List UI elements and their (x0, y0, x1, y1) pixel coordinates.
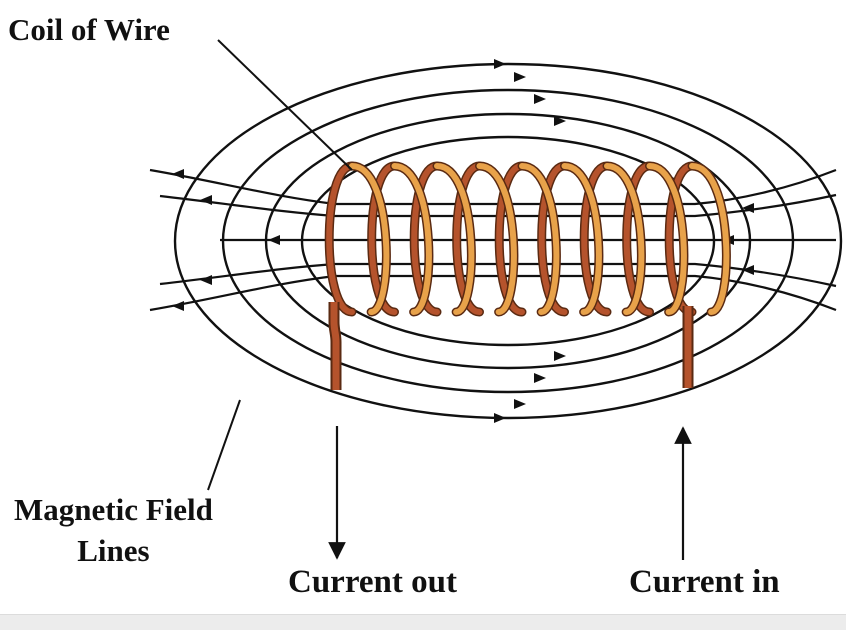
coil (324, 161, 731, 390)
coil-turn-front (391, 163, 432, 315)
arrowhead-icon (494, 59, 506, 69)
arrowhead-icon (742, 265, 754, 275)
coil-turn-back (623, 163, 653, 315)
coil-turn-front (561, 163, 602, 315)
coil-turn-back (326, 163, 355, 315)
field-lines-label: Magnetic Field Lines (14, 490, 213, 572)
arrowhead-icon (554, 116, 566, 126)
coil-turn-front (519, 163, 560, 315)
coil-turn-front (434, 163, 475, 315)
field-line-5 (149, 274, 837, 312)
field-lines-label-line2: Lines (77, 532, 150, 568)
bottom-bar (0, 614, 846, 630)
coil-turn-front (604, 163, 645, 315)
coil-turn-back (581, 163, 610, 315)
coil-turn-front (476, 163, 517, 315)
coil-lead (330, 302, 340, 390)
coil-turn-back (368, 163, 398, 315)
arrowhead-icon (514, 72, 526, 82)
arrowhead-icon (268, 235, 280, 245)
field-line-2 (159, 193, 837, 218)
arrowhead-icon (554, 351, 566, 361)
field-lines-label-line1: Magnetic Field (14, 492, 213, 527)
coil-turn-back (453, 163, 483, 315)
solenoid-diagram (149, 39, 843, 560)
coil-turn-back (496, 163, 525, 315)
arrowhead-icon (514, 399, 526, 409)
current-in-label: Current in (629, 564, 780, 600)
coil-turn-front (646, 163, 687, 315)
arrowhead-icon (172, 301, 184, 311)
arrowhead-icon (534, 94, 546, 104)
coil-turn-back (538, 163, 568, 315)
arrowhead-icon (534, 373, 546, 383)
coil-turn-front (349, 163, 390, 315)
arrowhead-icon (200, 275, 212, 285)
field-line-4 (159, 262, 837, 288)
field-loop-1 (173, 62, 843, 420)
current-out-label: Current out (288, 564, 457, 600)
coil-turn-back (411, 163, 440, 315)
arrowhead-icon (742, 203, 754, 213)
arrowhead-icon (200, 195, 212, 205)
field-leader-line (207, 399, 241, 491)
current-arrows (328, 426, 692, 560)
coil-label: Coil of Wire (8, 12, 170, 47)
coil-turn-back (666, 163, 695, 315)
leader-lines (207, 39, 353, 491)
arrowhead-icon (494, 413, 506, 423)
arrowhead-icon (172, 169, 184, 179)
coil-turn-front (689, 163, 730, 315)
coil-leader-line (217, 39, 353, 171)
